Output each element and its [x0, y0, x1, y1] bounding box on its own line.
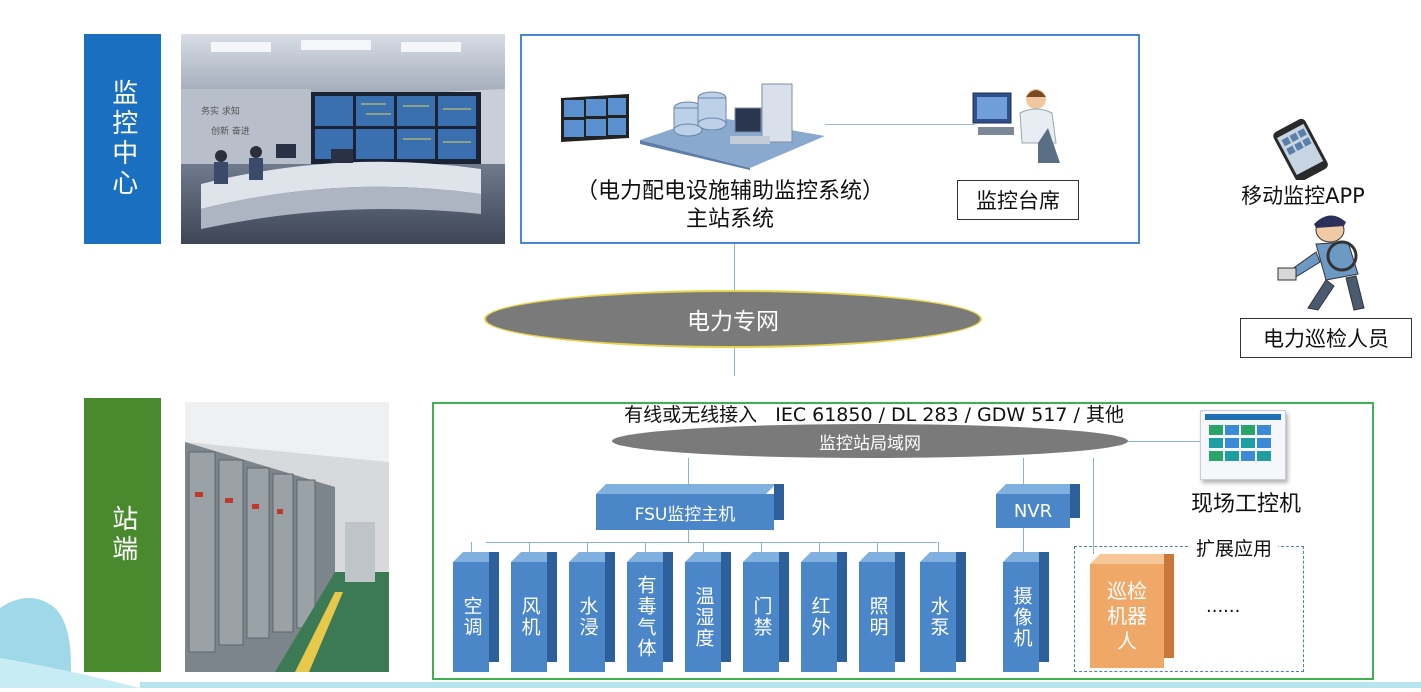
sensor-drop-line: [761, 542, 762, 554]
operator-console-icon: [968, 83, 1068, 165]
extension-more: ......: [1206, 596, 1240, 617]
sensor-box: 温湿度: [685, 552, 731, 672]
nvr-label: NVR: [1013, 500, 1053, 522]
station-lan-ellipse: 监控站局域网: [612, 424, 1128, 458]
robot-label: 巡检机器人: [1107, 578, 1147, 653]
extension-title: 扩展应用: [1190, 534, 1279, 561]
sensor-label: 风机: [518, 596, 541, 638]
camera-box: 摄像机: [1003, 552, 1049, 672]
station-frame: [432, 402, 1374, 680]
decorative-corner: [0, 588, 140, 688]
sensor-label: 空调: [460, 596, 483, 638]
monitoring-center-text: 监控中心: [107, 79, 138, 199]
svg-text:创新 奋进: 创新 奋进: [211, 125, 250, 137]
main-system-line2: 主站系统: [685, 207, 774, 232]
main-system-line1: （电力配电设施辅助监控系统）: [575, 179, 884, 204]
switchgear-room-photo: [185, 402, 389, 672]
station-lan-label: 监控站局域网: [819, 433, 921, 454]
fsu-host-box: FSU监控主机: [596, 484, 784, 530]
console-label: 监控台席: [976, 189, 1060, 213]
sensor-box: 水泵: [920, 552, 966, 672]
lan-to-fsu-link: [688, 458, 689, 486]
industrial-pc-label: 现场工控机: [1190, 492, 1301, 517]
network-to-station-link: [734, 348, 735, 376]
sensor-drop-line: [703, 542, 704, 554]
main-station-frame: [520, 34, 1140, 244]
power-network-ellipse: 电力专网: [484, 290, 982, 348]
video-wall-icon: [559, 92, 631, 144]
sensor-label: 温湿度: [692, 585, 715, 649]
industrial-pc-caption: 现场工控机: [1176, 486, 1316, 518]
sensor-label: 门禁: [750, 596, 773, 638]
sensor-drop-line: [938, 542, 939, 554]
control-room-photo: 务实 求知 创新 奋进: [181, 34, 505, 244]
mobile-app-label: 移动监控APP: [1241, 184, 1365, 208]
fsu-bus-down: [688, 530, 689, 542]
industrial-pc-screen: [1200, 410, 1286, 480]
inspector-person-icon: [1268, 212, 1368, 314]
extension-more-text: ......: [1206, 596, 1241, 617]
power-network-label: 电力专网: [687, 309, 779, 335]
station-end-text: 站端: [107, 505, 138, 565]
mobile-app-caption: 移动监控APP: [1228, 180, 1378, 210]
main-to-network-link: [734, 244, 735, 296]
sensor-label: 有毒气体: [634, 575, 657, 659]
access-protocol-text: 有线或无线接入 IEC 61850 / DL 283 / GDW 517 / 其…: [624, 404, 1124, 426]
sensor-drop-line: [877, 542, 878, 554]
sensor-box: 空调: [453, 552, 499, 672]
sensor-label: 红外: [808, 596, 831, 638]
sensor-box: 有毒气体: [627, 552, 673, 672]
sensor-box: 红外: [801, 552, 847, 672]
sensor-box: 门禁: [743, 552, 789, 672]
server-console-link: [825, 124, 975, 125]
sensor-box: 水浸: [569, 552, 615, 672]
mobile-phone-icon: [1268, 118, 1334, 182]
main-system-caption: （电力配电设施辅助监控系统） 主站系统: [545, 178, 915, 234]
lan-to-robot-link: [1093, 458, 1094, 554]
sensor-box: 风机: [511, 552, 557, 672]
console-label-box: 监控台席: [957, 180, 1079, 220]
svg-text:务实 求知: 务实 求知: [201, 105, 240, 117]
access-protocol-label: 有线或无线接入 IEC 61850 / DL 283 / GDW 517 / 其…: [612, 378, 1124, 427]
sensor-label: 水浸: [576, 596, 599, 638]
robot-box: 巡检机器人: [1090, 554, 1174, 668]
station-end-label: 站端: [84, 398, 161, 672]
lan-to-pc-link: [1128, 441, 1200, 442]
sensor-drop-line: [645, 542, 646, 554]
sensor-label: 水泵: [927, 596, 950, 638]
inspector-label-box: 电力巡检人员: [1240, 318, 1412, 358]
sensor-bus: [486, 542, 937, 543]
monitoring-center-label: 监控中心: [84, 34, 161, 244]
camera-label: 摄像机: [1010, 585, 1033, 649]
sensor-drop-line: [819, 542, 820, 554]
sensor-drop-line: [471, 542, 472, 554]
server-stack-icon: [640, 78, 825, 170]
lan-to-nvr-link: [1023, 458, 1024, 484]
sensor-drop-line: [529, 542, 530, 554]
extension-title-text: 扩展应用: [1196, 538, 1273, 560]
sensor-drop-line: [587, 542, 588, 554]
bottom-accent-line: [140, 682, 1421, 688]
sensor-label: 照明: [866, 596, 889, 638]
extension-frame: [1074, 546, 1304, 672]
fsu-host-label: FSU监控主机: [634, 504, 736, 525]
nvr-box: NVR: [996, 484, 1080, 528]
sensor-box: 照明: [859, 552, 905, 672]
inspector-label: 电力巡检人员: [1263, 327, 1389, 351]
nvr-to-camera-link: [1023, 528, 1024, 554]
